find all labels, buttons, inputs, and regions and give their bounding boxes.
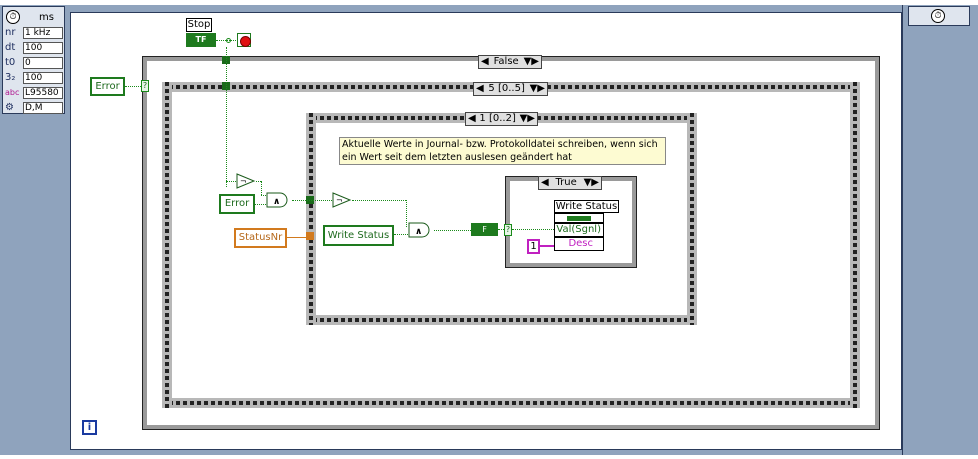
- and-gate-icon: ∧: [408, 222, 430, 238]
- t0-icon: t0: [5, 57, 16, 68]
- error-control-left[interactable]: Error: [90, 77, 125, 96]
- dropdown-arrow-icon[interactable]: ▼: [523, 56, 532, 67]
- not-gate[interactable]: ¬: [236, 173, 256, 189]
- clock-icon: nr: [5, 27, 16, 38]
- cfg-row-mode[interactable]: ⚙ D,M: [5, 102, 63, 114]
- write-status-node-label: Write Status: [554, 200, 619, 213]
- dt-icon: dt: [5, 42, 16, 53]
- svg-text:¬: ¬: [240, 177, 247, 186]
- name-icon: abc: [5, 88, 20, 97]
- decrement-arrow-icon[interactable]: ◀: [481, 56, 489, 67]
- error-control-inner[interactable]: Error: [219, 194, 255, 214]
- sequence-inner-bottom-border: [306, 315, 697, 325]
- increment-arrow-icon[interactable]: ▶: [591, 177, 599, 188]
- increment-arrow-icon[interactable]: ▶: [531, 56, 539, 67]
- cfg-value: L95580: [23, 87, 63, 99]
- cfg-value: 0: [23, 57, 63, 69]
- not-gate[interactable]: ¬: [332, 192, 352, 208]
- comment-label: Aktuelle Werte in Journal- bzw. Protokol…: [339, 137, 666, 165]
- sequence-outer-left-border: [162, 82, 172, 408]
- case-selector-terminal: ?: [141, 80, 149, 92]
- cfg-value: 100: [23, 42, 63, 54]
- sequence-inner-left-border: [306, 113, 316, 325]
- cfg-row-clock[interactable]: nr 1 kHz: [5, 27, 63, 39]
- cfg-row-name[interactable]: abc L95580: [5, 87, 63, 99]
- mode-icon: ⚙: [5, 102, 14, 113]
- svg-text:¬: ¬: [336, 196, 343, 205]
- priority-icon: 3₂: [5, 72, 16, 83]
- not-gate-icon: ¬: [236, 173, 256, 189]
- cfg-value: D,M: [23, 102, 63, 114]
- svg-text:∧: ∧: [415, 227, 422, 237]
- statusnr-control[interactable]: StatusNr: [234, 228, 287, 248]
- timed-loop-left-node: ⏱ ms nr 1 kHz dt 100 t0 0 3₂ 100 abc L95…: [2, 6, 65, 114]
- stop-label: Stop: [186, 18, 212, 32]
- stop-button-icon[interactable]: [237, 33, 251, 47]
- increment-arrow-icon[interactable]: ▶: [537, 83, 545, 94]
- not-gate-icon: ¬: [332, 192, 352, 208]
- decrement-arrow-icon[interactable]: ◀: [541, 177, 549, 188]
- loop-unit-label: ms: [39, 12, 54, 23]
- cfg-row-dt[interactable]: dt 100: [5, 42, 63, 54]
- loop-config-icon[interactable]: ⏱: [6, 10, 20, 24]
- and-gate[interactable]: ∧: [266, 192, 292, 208]
- cfg-row-t0[interactable]: t0 0: [5, 57, 63, 69]
- sequence-outer-right-border: [850, 82, 860, 408]
- sequence-inner-right-border: [687, 113, 697, 325]
- cfg-value: 100: [23, 72, 63, 84]
- increment-arrow-icon[interactable]: ▶: [527, 113, 535, 124]
- property-node-header[interactable]: [554, 213, 604, 223]
- dropdown-arrow-icon[interactable]: ▼: [583, 177, 592, 188]
- dropdown-arrow-icon[interactable]: ▼: [519, 113, 528, 124]
- and-gate-icon: ∧: [266, 192, 288, 208]
- loop-output-icon[interactable]: ⏱: [931, 9, 945, 23]
- and-gate[interactable]: ∧: [408, 222, 434, 238]
- inner-case-selector[interactable]: ◀ True ▼ ▶: [538, 176, 602, 190]
- case-selector-terminal: ?: [504, 224, 512, 236]
- outer-case-selector[interactable]: ◀ False ▼ ▶: [478, 55, 542, 69]
- decrement-arrow-icon[interactable]: ◀: [468, 113, 476, 124]
- wire-tunnel: [306, 232, 314, 240]
- svg-text:∧: ∧: [273, 197, 280, 207]
- iteration-terminal[interactable]: i: [82, 420, 97, 435]
- cfg-row-priority[interactable]: 3₂ 100: [5, 72, 63, 84]
- timed-loop-right-node: ⏱: [908, 6, 970, 26]
- sequence-outer-selector[interactable]: ◀ 5 [0..5] ▼ ▶: [473, 82, 548, 96]
- write-status-local[interactable]: Write Status: [323, 225, 394, 246]
- dropdown-arrow-icon[interactable]: ▼: [529, 83, 538, 94]
- stop-terminal[interactable]: TF: [186, 33, 216, 47]
- boolean-constant[interactable]: F: [471, 223, 498, 236]
- sequence-inner-selector[interactable]: ◀ 1 [0..2] ▼ ▶: [465, 112, 538, 126]
- loop-right-border: [902, 5, 908, 455]
- decrement-arrow-icon[interactable]: ◀: [476, 83, 484, 94]
- cfg-value: 1 kHz: [23, 27, 63, 39]
- numeric-constant[interactable]: 1: [527, 239, 540, 254]
- property-val-sgnl[interactable]: Val(Sgnl): [554, 223, 604, 237]
- property-desc[interactable]: Desc: [554, 237, 604, 251]
- sequence-outer-bottom-border: [162, 398, 860, 408]
